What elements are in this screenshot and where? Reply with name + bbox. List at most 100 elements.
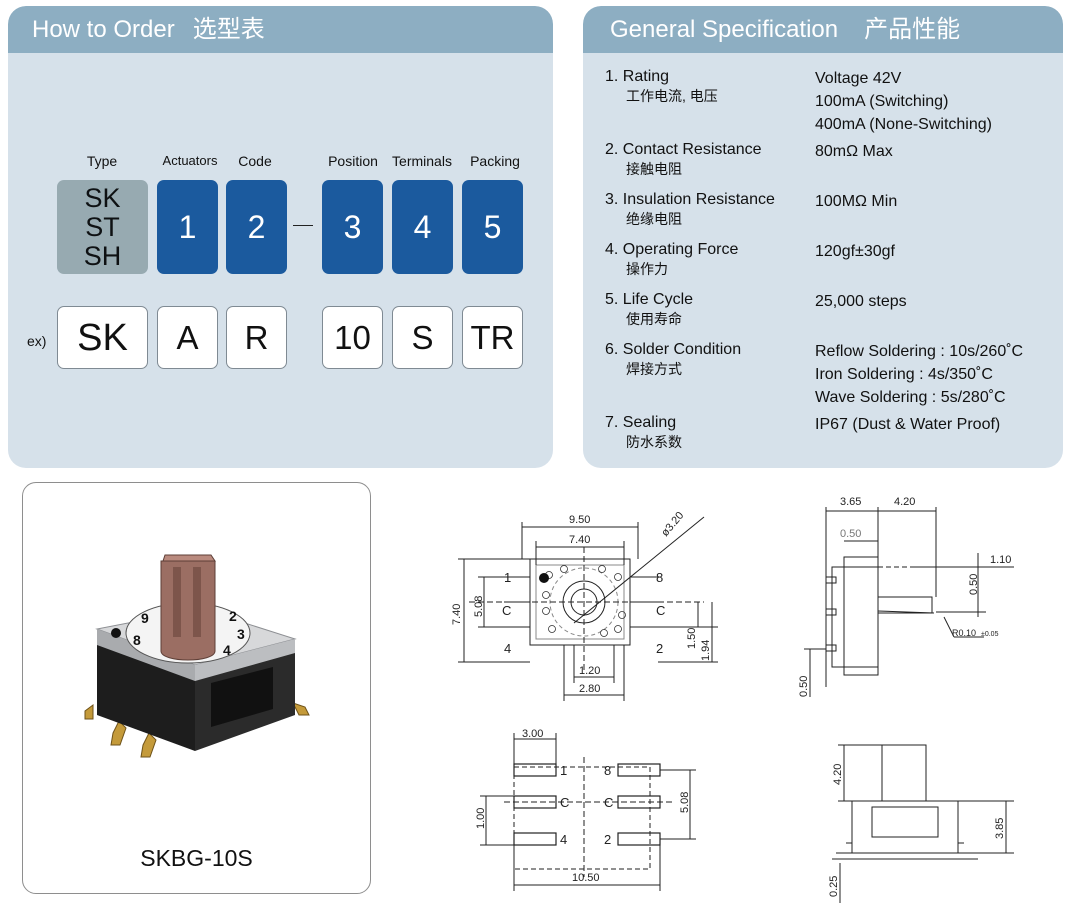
top-view-dim: 1.20 (579, 665, 600, 677)
position-code-box: 3 (322, 180, 383, 274)
dial-number: 3 (237, 626, 245, 642)
top-view-pin-label: C (502, 603, 511, 618)
code-label: Code (238, 153, 272, 169)
dial-number: 4 (223, 642, 231, 658)
footprint-pin-label: 1 (560, 763, 567, 778)
spec-name-cn: 绝缘电阻 (626, 211, 682, 227)
spec-name: 3. Insulation Resistance (605, 191, 775, 208)
example-terminals-box: S (392, 306, 453, 369)
terminals-label: Terminals (392, 153, 452, 169)
spec-value: 25,000 steps (815, 293, 907, 310)
front-view-dim: 3.85 (994, 818, 1006, 839)
example-actuators-box: A (157, 306, 218, 369)
top-view-dim: 5.08 (473, 596, 485, 617)
side-view-dim: 4.20 (894, 496, 915, 508)
pin-one-marker-dot (539, 573, 549, 583)
spec-value: Wave Soldering : 5s/280˚C (815, 389, 1006, 406)
side-view-dim: 0.50 (798, 676, 810, 697)
footprint-dim: 5.08 (679, 792, 691, 813)
general-specification-title: General Specification (610, 16, 839, 43)
footprint-pin-label: C (604, 795, 613, 810)
spec-name: 5. Life Cycle (605, 291, 694, 308)
side-view-dim: 0.50 (968, 574, 980, 595)
top-view-dim: 9.50 (569, 514, 590, 526)
type-option: ST (85, 212, 120, 242)
front-view-dim: 4.20 (832, 764, 844, 785)
spec-name: 6. Solder Condition (605, 341, 742, 358)
spec-value: 80mΩ Max (815, 143, 893, 160)
spec-value: Voltage 42V (815, 70, 902, 87)
footprint-pin-label: 2 (604, 832, 611, 847)
spec-name-cn: 操作力 (626, 261, 668, 277)
code-code-box: 2 (226, 180, 287, 274)
spec-value: Iron Soldering : 4s/350˚C (815, 366, 993, 383)
general-specification-title-cn: 产品性能 (864, 16, 961, 43)
footprint-dim: 10.50 (572, 872, 600, 884)
how-to-order-panel: How to Order 选型表 Type Actuators Code Posi… (8, 6, 553, 468)
footprint-dim: 1.00 (475, 808, 487, 829)
packing-code-box: 5 (462, 180, 523, 274)
top-view-dim: 1.50 (686, 628, 698, 649)
spec-value: 100MΩ Min (815, 193, 898, 210)
top-view-dim: 1.94 (700, 640, 712, 661)
position-label: Position (328, 153, 378, 169)
spec-name: 1. Rating (605, 68, 670, 85)
spec-value: Reflow Soldering : 10s/260˚C (815, 343, 1024, 360)
how-to-order-title-cn: 选型表 (192, 16, 265, 43)
side-view-dim: 0.50 (840, 528, 861, 540)
front-view-drawing (832, 744, 1014, 903)
dial-number: 9 (141, 610, 149, 626)
top-view-dim: 7.40 (569, 534, 590, 546)
type-code-box: SK ST SH (57, 180, 148, 274)
how-to-order-title: How to Order (32, 16, 175, 43)
dial-mark-dot (111, 628, 121, 638)
top-view-dim: 7.40 (451, 604, 463, 625)
spec-name-cn: 防水系数 (626, 434, 682, 450)
type-label: Type (86, 153, 118, 169)
spec-value: 120gf±30gf (815, 243, 895, 260)
type-option: SK (84, 183, 121, 213)
footprint-pin-label: C (560, 795, 569, 810)
example-code-box: R (226, 306, 287, 369)
footprint-drawing (480, 733, 696, 891)
footprint-pin-label: 8 (604, 763, 611, 778)
front-view-dim: 0.25 (828, 876, 840, 897)
spec-name-cn: 工作电流, 电压 (626, 88, 718, 104)
side-view-drawing (804, 507, 1014, 697)
spec-value: IP67 (Dust & Water Proof) (815, 416, 1001, 433)
footprint-dim: 3.00 (522, 728, 543, 740)
general-specification-panel: General Specification 产品性能 1. Rating 工作电流,… (583, 6, 1063, 468)
example-type-box: SK (57, 306, 148, 369)
product-name: SKBG-10S (140, 845, 253, 871)
top-view-pin-label: C (656, 603, 665, 618)
actuators-code-box: 1 (157, 180, 218, 274)
side-view-dim: R0.10 (952, 628, 976, 638)
spec-name-cn: 焊接方式 (626, 361, 682, 377)
type-option: SH (83, 241, 122, 271)
product-image-box: 9 0 1 2 3 4 8 SKBG-10S (22, 482, 371, 894)
spec-value: 400mA (None-Switching) (815, 116, 992, 133)
example-packing-box: TR (462, 306, 523, 369)
spec-name-cn: 接触电阻 (626, 161, 682, 177)
top-view-pin-label: 1 (504, 570, 511, 585)
code-separator-dash (293, 225, 313, 226)
how-to-order-header: How to Order 选型表 (8, 6, 553, 53)
side-view-dim: ±0.05 (981, 631, 999, 638)
actuators-label: Actuators (162, 153, 218, 168)
spec-name: 7. Sealing (605, 414, 677, 431)
top-view-dim: 2.80 (579, 683, 600, 695)
footprint-pin-label: 4 (560, 832, 567, 847)
example-position-box: 10 (322, 306, 383, 369)
example-label: ex) (27, 333, 47, 349)
side-view-dim: 1.10 (990, 554, 1011, 566)
technical-drawings: 9.50 7.40 ø3.20 7.40 5.08 1.50 1.94 1.20… (451, 496, 1014, 903)
dial-number: 2 (229, 608, 237, 624)
spec-name: 4. Operating Force (605, 241, 739, 258)
dial-number: 8 (133, 632, 141, 648)
spec-value: 100mA (Switching) (815, 93, 949, 110)
spec-name-cn: 使用寿命 (626, 311, 682, 327)
spec-name: 2. Contact Resistance (605, 141, 762, 158)
packing-label: Packing (470, 153, 520, 169)
actuator-shaft (160, 560, 216, 661)
general-specification-header: General Specification 产品性能 (583, 6, 1063, 53)
